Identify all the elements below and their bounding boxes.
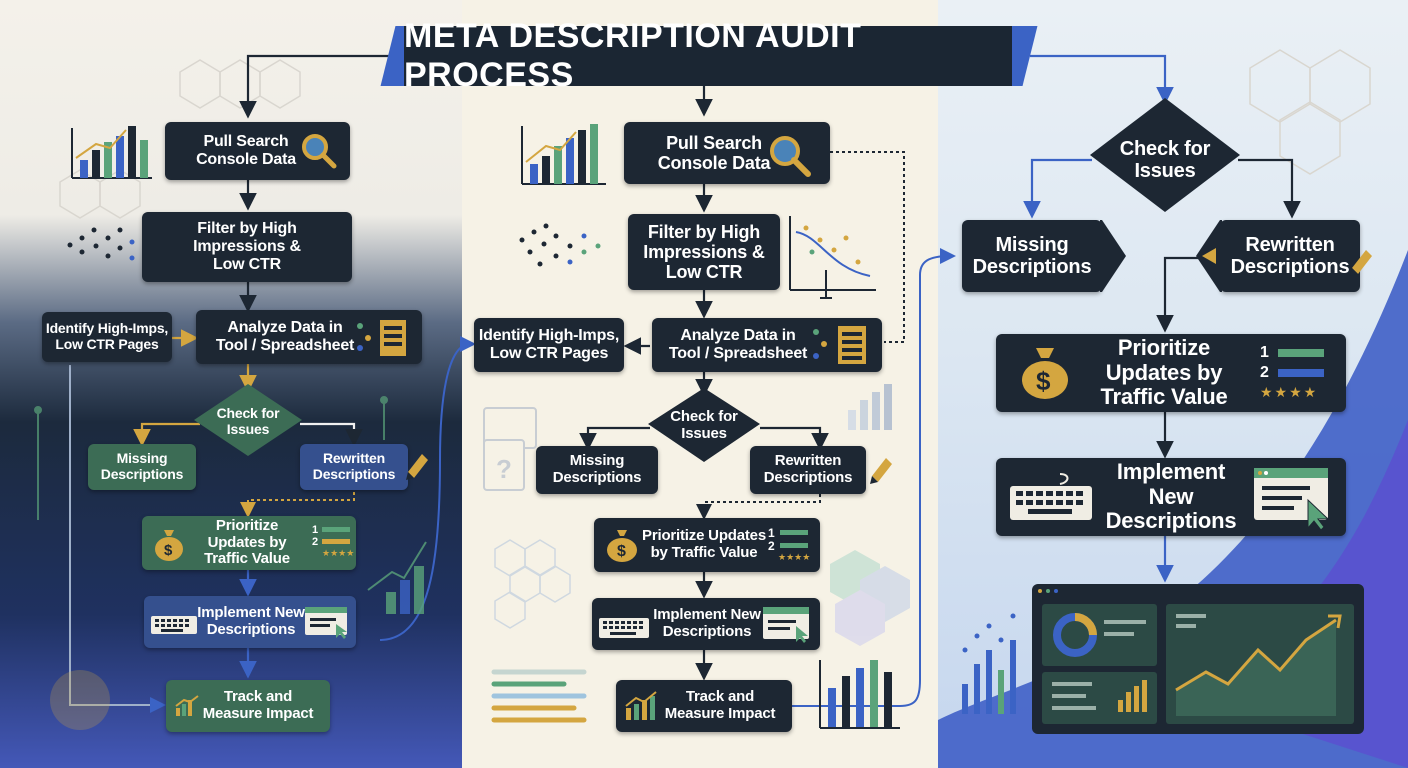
step-label: Identify High-Imps, Low CTR Pages (478, 327, 620, 362)
scatter-plot-icon (67, 227, 135, 261)
step-label: Prioritize Updates by Traffic Value (1100, 335, 1228, 410)
right-missing-step[interactable]: Missing Descriptions (962, 220, 1102, 292)
dollar-icon: $ (164, 542, 173, 559)
step-label: Implement New Descriptions (197, 604, 305, 638)
rank-bar (322, 527, 350, 532)
step-label: Check for Issues (216, 405, 280, 437)
star-rating-icon: ★★★★ (322, 548, 355, 558)
money-bag-icon: $ (1022, 348, 1068, 399)
money-bag-icon: $ (155, 530, 183, 561)
pencil-icon (1350, 250, 1372, 276)
step-label: Pull Search Console Data (657, 132, 771, 173)
trend-chart-icon (71, 126, 152, 179)
step-label: Rewritten Descriptions (1230, 233, 1350, 278)
pencil-icon (870, 458, 892, 484)
step-label: Check for Issues (670, 408, 738, 442)
mid-filter-step[interactable]: Filter by High Impressions & Low CTR (628, 214, 780, 290)
left-rewritten-step[interactable]: Rewritten Descriptions (300, 444, 408, 490)
right-check-step[interactable]: Check for Issues (1112, 136, 1218, 184)
svg-text:?: ? (496, 454, 512, 484)
trend-chart-icon (819, 660, 900, 729)
step-label: Filter by High Impressions & Low CTR (643, 221, 765, 283)
left-missing-step[interactable]: Missing Descriptions (88, 444, 196, 490)
star-rating-icon: ★★★★ (778, 552, 811, 562)
step-label: Rewritten Descriptions (763, 452, 853, 486)
money-bag-icon: $ (607, 530, 637, 562)
left-check-diamond (194, 384, 302, 456)
pencil-icon (406, 454, 428, 480)
arrow-tab-icon (1100, 220, 1126, 292)
keyboard-icon (1010, 473, 1092, 520)
step-label: Filter by High Impressions & Low CTR (193, 220, 301, 273)
mid-check-diamond (648, 388, 760, 462)
rank-label: 2 (768, 539, 775, 553)
left-ranking-widget: 1 2 ★★★★ (312, 524, 355, 562)
document-question-icon: ? (483, 407, 537, 491)
trend-chart-icon (175, 695, 199, 716)
mid-check-step[interactable]: Check for Issues (664, 408, 744, 444)
hexagon-pattern-icon (59, 49, 1371, 219)
rank-bar (1278, 349, 1324, 357)
right-rewritten-step[interactable]: Rewritten Descriptions (1220, 220, 1360, 292)
keyboard-icon (599, 618, 649, 638)
dashboard-icon (1032, 584, 1364, 734)
rank-bar (1278, 369, 1324, 377)
step-label: Prioritize Updates by Traffic Value (204, 516, 290, 568)
step-label: Pull Search Console Data (196, 133, 296, 168)
rank-label: 2 (1260, 364, 1269, 381)
arrow-tab-icon (1196, 220, 1222, 292)
browser-cursor-icon (305, 607, 347, 639)
rank-label: 1 (1260, 344, 1269, 361)
browser-cursor-icon (1254, 468, 1330, 531)
left-check-step[interactable]: Check for Issues (208, 404, 288, 440)
magnifier-icon (302, 134, 337, 169)
step-label: Analyze Data in Tool / Spreadsheet (668, 327, 808, 362)
mid-ranking-widget: 1 2 ★★★★ (768, 526, 812, 566)
step-label: Track and Measure Impact (202, 688, 314, 722)
trend-chart-icon (521, 124, 606, 185)
left-pull-data-step[interactable]: Pull Search Console Data (165, 122, 350, 180)
rank-label: 2 (312, 536, 319, 548)
magnifier-icon (770, 136, 811, 177)
trend-chart-icon (848, 384, 892, 430)
rank-bar (780, 530, 808, 535)
rank-label: 1 (312, 524, 319, 536)
step-label: Missing Descriptions (552, 452, 642, 486)
spreadsheet-icon (357, 320, 406, 356)
right-ranking-widget: 1 2 ★★★★ (1260, 344, 1330, 404)
scatter-plot-icon (789, 216, 876, 299)
mid-missing-step[interactable]: Missing Descriptions (536, 446, 658, 494)
trend-chart-icon (367, 541, 427, 614)
step-label: Identify High-Imps, Low CTR Pages (45, 320, 169, 352)
page-title: META DESCRIPTION AUDIT PROCESS (404, 17, 1012, 94)
mid-identify-step[interactable]: Identify High-Imps, Low CTR Pages (474, 318, 624, 372)
trend-chart-icon (625, 691, 657, 720)
step-label: Missing Descriptions (100, 450, 184, 482)
step-label: Implement New Descriptions (653, 606, 761, 640)
spreadsheet-icon (813, 326, 866, 364)
trend-chart-icon (962, 613, 1016, 714)
rank-bar (322, 539, 350, 544)
left-identify-step[interactable]: Identify High-Imps, Low CTR Pages (42, 312, 172, 362)
step-label: Implement New Descriptions (1105, 459, 1237, 534)
keyboard-icon (151, 616, 197, 634)
step-label: Prioritize Updates by Traffic Value (642, 527, 766, 561)
step-label: Track and Measure Impact (664, 688, 776, 722)
right-check-diamond (1090, 98, 1240, 212)
dollar-icon: $ (617, 543, 626, 560)
rank-bar (780, 543, 808, 548)
mid-rewritten-step[interactable]: Rewritten Descriptions (750, 446, 866, 494)
step-label: Check for Issues (1119, 137, 1211, 182)
step-label: Analyze Data in Tool / Spreadsheet (215, 319, 355, 354)
left-track-step[interactable]: Track and Measure Impact (166, 680, 330, 732)
left-filter-step[interactable]: Filter by High Impressions & Low CTR (142, 212, 352, 282)
rank-label: 1 (768, 526, 775, 540)
step-label: Rewritten Descriptions (312, 450, 396, 482)
step-label: Missing Descriptions (972, 233, 1092, 278)
browser-cursor-icon (763, 607, 809, 643)
star-rating-icon: ★★★★ (1260, 384, 1319, 400)
dollar-icon: $ (1036, 366, 1051, 396)
scatter-plot-icon (519, 223, 601, 267)
